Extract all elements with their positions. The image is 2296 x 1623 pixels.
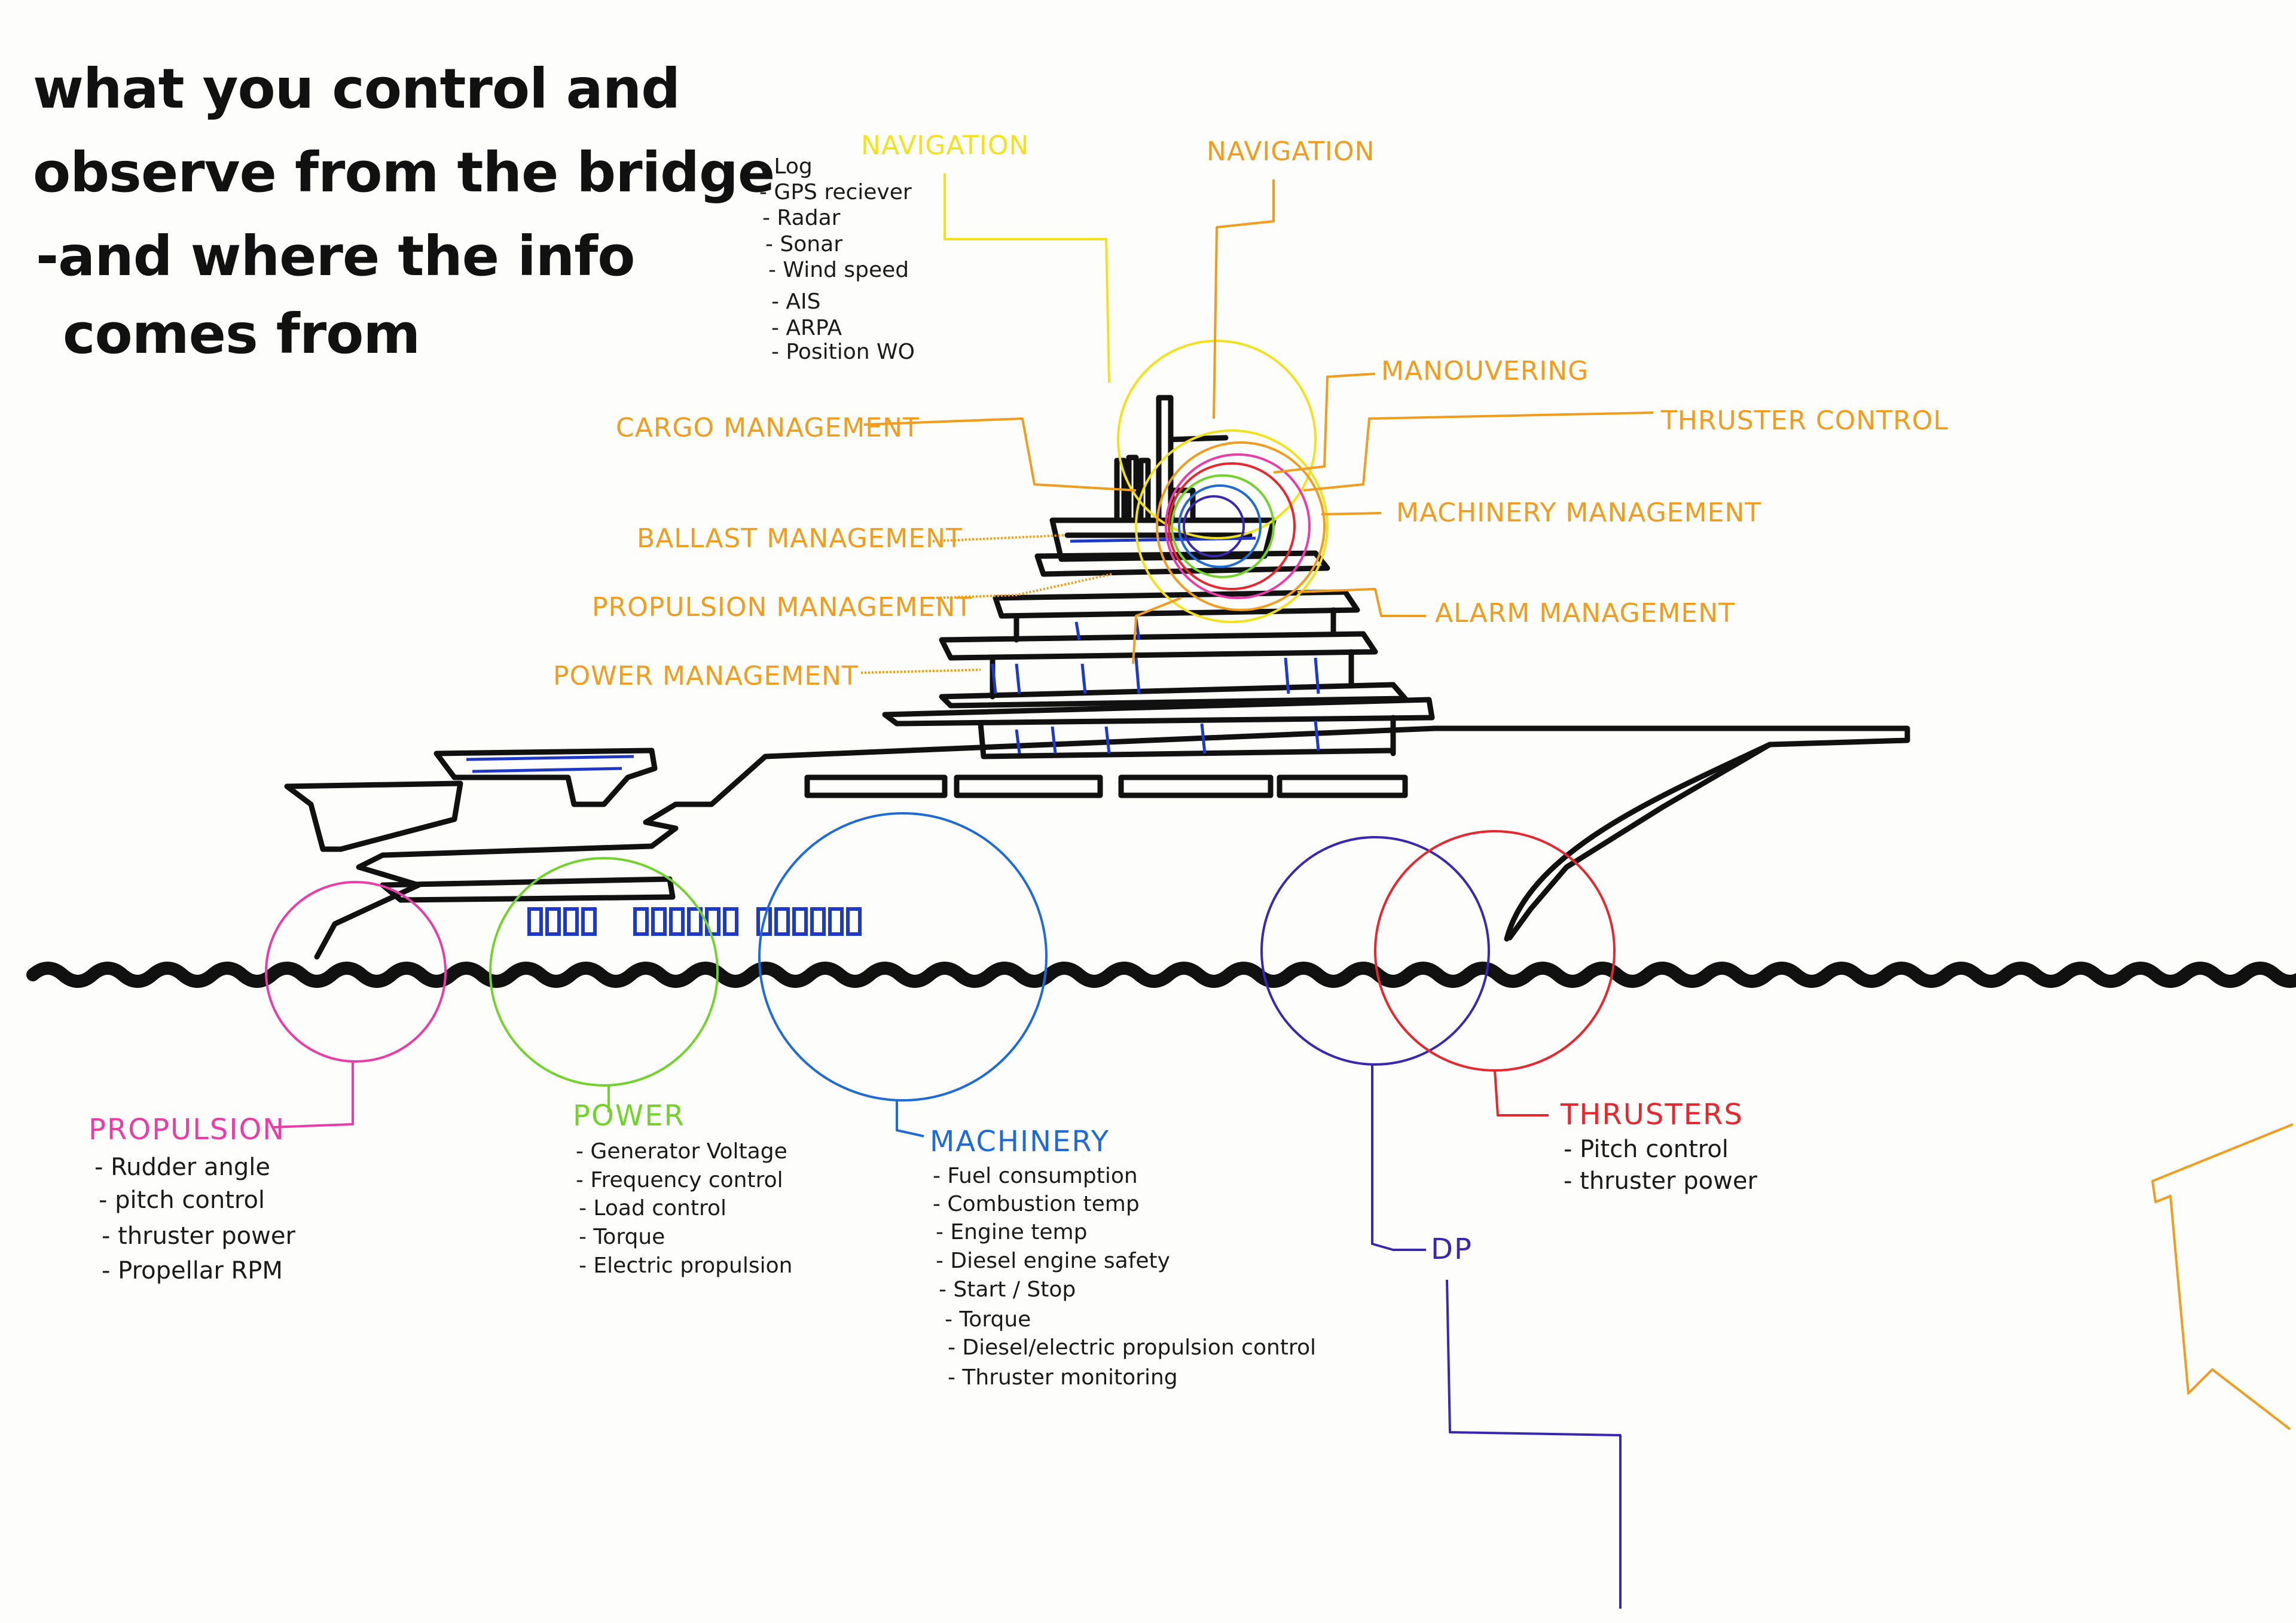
power-item: - Frequency control (576, 1168, 783, 1192)
machinery-item: - Fuel consumption (933, 1164, 1138, 1188)
dp-label: DP (1431, 1232, 1473, 1266)
title-line-1: what you control and (33, 57, 680, 121)
bridge-leader-lines (860, 173, 1654, 674)
propulsion-management-label: PROPULSION MANAGEMENT (592, 592, 972, 623)
machinery-item: - Engine temp (936, 1220, 1087, 1244)
propulsion-label: PROPULSION (88, 1113, 285, 1146)
ship-hull (314, 725, 1910, 960)
navigation-item: - Radar (762, 206, 841, 230)
cargo-management-label: CARGO MANAGEMENT (616, 413, 920, 443)
thrusters-item: - thruster power (1564, 1167, 1757, 1195)
bridge-system-labels: NAVIGATION NAVIGATION CARGO MANAGEMENT B… (553, 130, 1949, 691)
propulsion-item: - Rudder angle (94, 1154, 270, 1181)
machinery-item: - Diesel engine safety (936, 1249, 1170, 1273)
bridge-focus-circles (1117, 340, 1329, 623)
navigation-label-orange: NAVIGATION (1207, 136, 1375, 167)
navigation-item: - ARPA (771, 316, 842, 340)
propulsion-item: - Propellar RPM (102, 1257, 283, 1285)
propulsion-item: - pitch control (99, 1186, 265, 1214)
machinery-item: - Start / Stop (939, 1277, 1076, 1302)
ship-drawing (284, 395, 1910, 960)
title-line-2: observe from the bridge (33, 141, 774, 205)
navigation-label-yellow: NAVIGATION (861, 130, 1029, 161)
propulsion-item: - thruster power (102, 1222, 295, 1250)
machinery-item: - Diesel/electric propulsion control (948, 1335, 1316, 1360)
source-leader-lines (271, 1061, 2294, 1609)
machinery-label: MACHINERY (930, 1125, 1110, 1158)
machinery-management-label: MACHINERY MANAGEMENT (1396, 498, 1761, 528)
sea-wave-line (26, 962, 2296, 988)
dp-circle (1260, 836, 1490, 1066)
power-item: - Load control (579, 1196, 726, 1221)
power-item: - Electric propulsion (579, 1253, 792, 1278)
propulsion-circle (265, 881, 447, 1063)
ship-bow-curve (1504, 742, 1773, 942)
navigation-circle (1117, 340, 1317, 539)
ship-aft-deck (284, 780, 463, 852)
thruster-control-label: THRUSTER CONTROL (1660, 405, 1949, 436)
ship-portholes (527, 907, 862, 936)
navigation-item: - Wind speed (768, 258, 909, 282)
power-item: - Generator Voltage (576, 1139, 787, 1164)
navigation-item: - AIS (771, 289, 821, 314)
navigation-item: - Sonar (765, 232, 842, 257)
ballast-management-label: BALLAST MANAGEMENT (637, 523, 963, 554)
machinery-item: - Thruster monitoring (948, 1365, 1178, 1390)
machinery-item: - Torque (945, 1307, 1031, 1332)
propulsion-source: PROPULSION - Rudder angle - pitch contro… (88, 1113, 295, 1285)
navigation-item: - GPS reciever (759, 180, 912, 205)
navigation-item-list: - Log - GPS reciever - Radar - Sonar - W… (759, 154, 915, 364)
dp-source: DP (1431, 1232, 1473, 1266)
power-management-label: POWER MANAGEMENT (553, 661, 859, 691)
power-label: POWER (573, 1099, 685, 1133)
power-circle (489, 857, 719, 1087)
navigation-item: - Position WO (771, 340, 915, 364)
ship-deck-windows (804, 774, 1408, 798)
manouvering-label: MANOUVERING (1381, 356, 1589, 386)
machinery-source: MACHINERY - Fuel consumption - Combustio… (930, 1125, 1316, 1390)
alarm-management-label: ALARM MANAGEMENT (1435, 598, 1735, 629)
title-line-4: comes from (63, 302, 420, 366)
title-line-3: -and where the info (36, 224, 635, 288)
thrusters-circle (1374, 830, 1616, 1072)
ship-aft-windows (466, 755, 634, 773)
power-source: POWER - Generator Voltage - Frequency co… (573, 1099, 792, 1278)
power-item: - Torque (579, 1225, 665, 1249)
diagram-title: what you control and observe from the br… (33, 57, 775, 366)
thrusters-item: - Pitch control (1564, 1136, 1729, 1163)
thrusters-label: THRUSTERS (1560, 1098, 1744, 1131)
ship-aft-tower (433, 748, 658, 807)
thrusters-source: THRUSTERS - Pitch control - thruster pow… (1560, 1098, 1757, 1195)
ship-lower-deck (380, 876, 676, 903)
source-circles (265, 812, 1616, 1102)
navigation-item: - Log (759, 154, 813, 179)
machinery-circle (758, 812, 1048, 1102)
machinery-item: - Combustion temp (933, 1192, 1140, 1216)
ship-superstructure (882, 517, 1435, 759)
